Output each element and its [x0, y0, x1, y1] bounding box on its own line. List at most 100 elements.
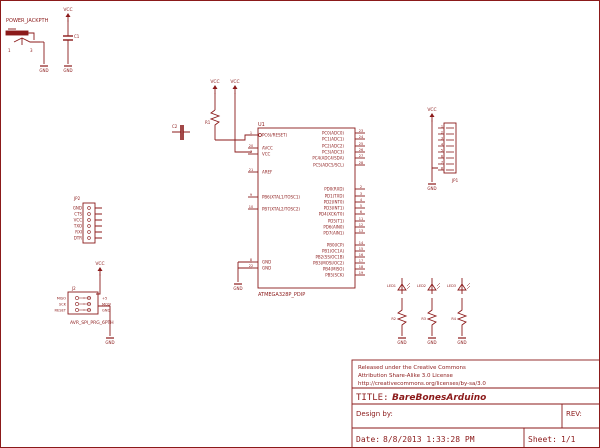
mcu-right-pin-9-num: 5 [360, 204, 362, 208]
r1-label: R1 [205, 120, 211, 125]
mcu-left-pin-6-label: GND [262, 260, 271, 265]
mcu-left-pin-2-label: VCC [262, 152, 271, 157]
gnd-led3-label: GND [457, 340, 466, 345]
mcu-right-pin-0-num: 23 [359, 129, 363, 133]
design-by-label: Design by: [356, 410, 393, 418]
mcu-left-pin-1-num: 20 [249, 144, 253, 148]
c2-label: C2 [172, 124, 178, 129]
mcu-right-pin-12-num: 12 [359, 223, 363, 227]
isp-label: AVR_SPI_PRG_6PTH [70, 320, 114, 326]
mcu-left-pin-2-num: 7 [250, 150, 252, 154]
mcu-left-pin-4-num: 9 [250, 193, 252, 197]
mcu-right-pin-16-label: PB2(SS/OC1B) [316, 255, 345, 260]
jp2-pin-2-label: VCC [74, 218, 83, 223]
vcc-isp-arrow [97, 267, 103, 271]
mcu-right-pin-11-num: 11 [359, 217, 363, 221]
mcu-right-pin-1-num: 24 [359, 135, 364, 139]
vcc-r1-label: VCC [210, 79, 219, 85]
gnd-jp1-label: GND [427, 186, 436, 191]
title-block: Released under the Creative Commons Attr… [356, 365, 582, 444]
power-jack-label: POWER_JACKPTH [6, 18, 49, 24]
mcu-right-pin-0-label: PC0(ADC0) [322, 131, 344, 136]
vcc-aref-label: VCC [230, 79, 239, 85]
mcu-right-pin-14-label: PB0(ICP) [327, 243, 345, 248]
title-label: TITLE: [356, 393, 389, 403]
jp1-pin-6-num: 7 [441, 161, 443, 165]
power-jack-pin1: 1 [8, 48, 11, 53]
title-value: BareBonesArduino [392, 393, 486, 403]
jp2-pin-5-label: DTR [74, 236, 83, 241]
mcu-right-pin-15-num: 15 [359, 247, 363, 251]
jp1-label: JP1 [451, 178, 459, 183]
led-1-emission [436, 282, 441, 290]
mcu-left-pin-7-num: 22 [249, 264, 253, 268]
led-1-resistor-label: R3 [421, 317, 426, 321]
mcu-right-pin-6-label: PD0(RXD) [324, 187, 344, 192]
isp-pad-0 [75, 296, 79, 300]
mcu-part: ATMEGA328P_PDIP [258, 292, 305, 298]
mcu-right-pin-17-label: PB3(MOSI/OC2) [313, 261, 344, 266]
mcu-right-pin-5-num: 28 [359, 161, 363, 165]
mcu-right-pin-9-label: PD3(INT1) [324, 206, 345, 211]
isp-pad-2 [75, 302, 79, 306]
sheet-label: Sheet: [528, 435, 557, 444]
vcc-c1-label: VCC [63, 7, 72, 13]
c1-label: C1 [74, 34, 80, 39]
mcu-right-pin-19-label: PB5(SCK) [325, 273, 344, 278]
mcu-right-pin-14-num: 14 [359, 241, 364, 245]
date-label: Date: [356, 435, 380, 444]
mcu-right-pin-7-num: 3 [360, 192, 362, 196]
vcc-aref-arrow [232, 85, 238, 89]
mcu-right-pin-4-label: PC4(ADC4/SDA) [312, 156, 344, 161]
gnd-led2-label: GND [427, 340, 436, 345]
mcu-right-pin-12-label: PD6(AIN0) [323, 225, 344, 230]
mcu-left-pin-3-label: AREF [262, 170, 273, 175]
mcu-left-pin-5-num: 10 [249, 205, 253, 209]
jp2-pin-0-label: GND [73, 206, 82, 211]
label-layer: POWER_JACKPTH 1 3 C1 R1 C2 U1 ATMEGA328P… [6, 18, 459, 326]
vcc-c1-arrow [65, 13, 71, 17]
vcc-r1-arrow [212, 85, 218, 89]
isp-right-label-0: +5 [102, 297, 107, 301]
gnd-isp-label: GND [105, 340, 114, 345]
gnd-mcu-label: GND [233, 286, 242, 291]
mcu-right-pin-13-label: PD7(AIN1) [323, 231, 344, 236]
isp-right-label-2: GND [102, 309, 110, 313]
jp1-pin-5-num: 6 [441, 155, 443, 159]
jp2-pin-5-pad [87, 236, 91, 240]
rev-label: REV: [566, 410, 582, 418]
mcu-right-pin-3-label: PC3(ADC3) [322, 150, 344, 155]
mcu-right-pin-2-num: 25 [359, 142, 363, 146]
mcu-right-pin-8-label: PD2(INT0) [324, 200, 345, 205]
mcu-left-pin-1-label: AVCC [262, 146, 273, 151]
mcu-left-pin-4-label: PB6(XTAL1/TOSC1) [262, 195, 300, 200]
gnd-led1-label: GND [397, 340, 406, 345]
jp1-pin-4-num: 5 [441, 149, 443, 153]
jp1-pin-3-num: 4 [441, 143, 444, 147]
led-0-label: LED1 [387, 284, 396, 288]
vcc-jp1-arrow [429, 113, 435, 117]
mcu-right-pin-17-num: 17 [359, 259, 363, 263]
vcc-jp1-label: VCC [427, 107, 436, 113]
gnd-jack-label: GND [39, 68, 48, 73]
mcu-right-pin-10-label: PD4(XCK/T0) [319, 212, 345, 217]
mcu-right-pin-10-num: 6 [360, 210, 362, 214]
led-0-resistor-label: R2 [391, 317, 396, 321]
mcu-left-pin-3-num: 21 [249, 168, 253, 172]
jp2-pin-4-label: RXI [75, 230, 82, 235]
led-1-label: LED2 [417, 284, 426, 288]
license-line1: Released under the Creative Commons [358, 365, 466, 371]
date-value: 8/8/2013 1:33:28 PM [383, 435, 475, 444]
vcc-isp-label: VCC [95, 261, 104, 267]
led-0-emission [406, 282, 411, 290]
jp2-pin-3-pad [87, 224, 91, 228]
jp2-pin-1-label: CTS [74, 212, 82, 217]
jp2-label: JP2 [73, 196, 81, 201]
jp1-pin-2-num: 3 [441, 137, 443, 141]
mcu-right-pin-5-label: PC5(ADC5/SCL) [313, 163, 344, 168]
isp-left-label-1: SCK [59, 303, 67, 307]
gnd-c1-label: GND [63, 68, 72, 73]
mcu-right-pin-8-num: 4 [360, 198, 363, 202]
